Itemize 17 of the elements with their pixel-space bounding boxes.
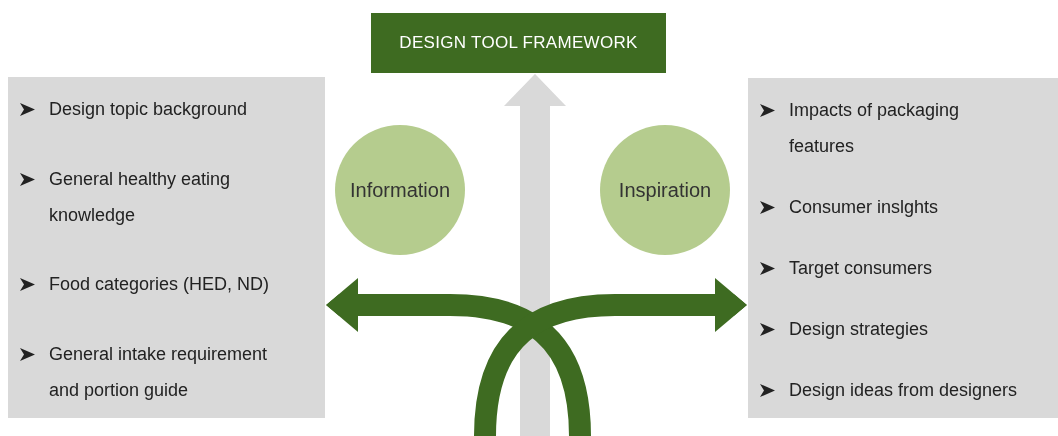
- list-item-text: Design topic background: [49, 98, 248, 121]
- list-panel: [748, 78, 1058, 418]
- list-item-text: General healthy eating knowledge: [49, 167, 232, 227]
- list-item-text: Target consumers: [789, 257, 933, 280]
- list-panel: [8, 77, 325, 418]
- circle-node: Information: [335, 125, 465, 255]
- circle-node: Inspiration: [600, 125, 730, 255]
- list-item-text: Food categories (HED, ND): [49, 273, 270, 297]
- list-item-text: Design strategies: [789, 318, 929, 341]
- arrow: [504, 74, 566, 436]
- list-item-text: Design ideas from designers: [789, 379, 1018, 402]
- arrow: [474, 278, 747, 436]
- list-item-text: Consumer inslghts: [789, 196, 939, 219]
- arrow: [326, 278, 591, 436]
- list-item-text: General intake requirement and portion guide: [49, 342, 269, 402]
- title-box: DESIGN TOOL FRAMEWORK: [371, 13, 666, 73]
- list-item-text: Impacts of packaging features: [789, 99, 961, 158]
